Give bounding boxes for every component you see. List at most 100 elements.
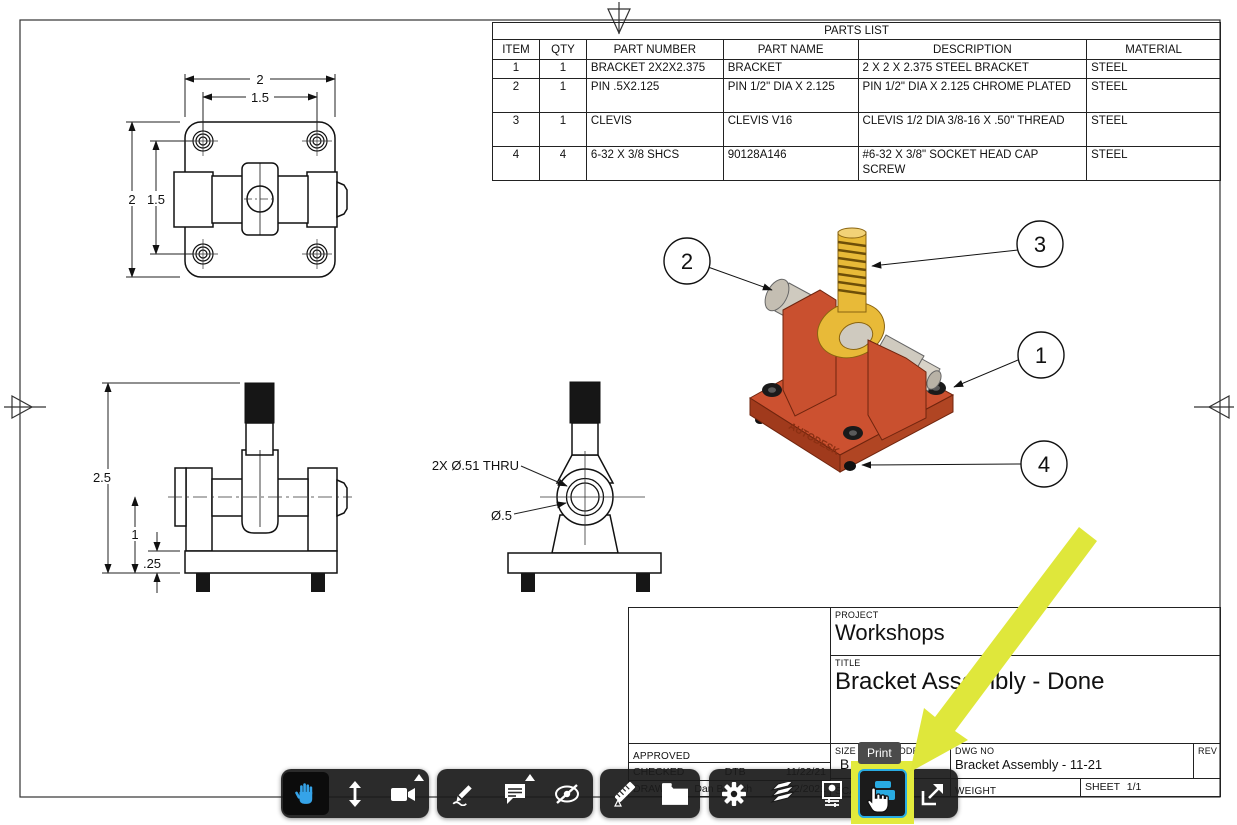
toolbar-settings-group: [709, 761, 958, 824]
title-cell: TITLE Bracket Assembly - Done: [830, 655, 1221, 744]
cell: PIN 1/2" DIA X 2.125 CHROME PLATED: [857, 78, 1088, 114]
balloons: [663, 220, 1068, 488]
pencil-icon: [452, 784, 472, 806]
cell: 1: [538, 112, 587, 148]
front-view: 2.5 1 .25: [89, 382, 352, 593]
cell: CLEVIS: [585, 112, 724, 148]
cell: CLEVIS 1/2 DIA 3/8-16 X .50" THREAD: [857, 112, 1088, 148]
cell: 1: [538, 59, 587, 80]
top-view: 2 1.5 2 1.5: [123, 71, 348, 278]
dim-front-height: 2.5: [93, 470, 111, 485]
print-icon: [870, 780, 895, 807]
col-part-name: PART NAME: [722, 39, 859, 61]
col-item: ITEM: [492, 39, 540, 61]
dim-top-height: 2: [128, 192, 135, 207]
dwg-no-value: Bracket Assembly - 11-21: [955, 757, 1103, 772]
title-label: TITLE: [835, 658, 861, 668]
cell: 1: [492, 59, 540, 80]
layers-button[interactable]: [760, 772, 806, 815]
cell: 2: [492, 78, 540, 114]
cell: 4: [538, 146, 587, 182]
cell: CLEVIS V16: [722, 112, 859, 148]
cell: STEEL: [1086, 59, 1221, 80]
dim-front-base: .25: [143, 556, 161, 571]
camera-view-button[interactable]: [381, 772, 427, 815]
balloon-1: 1: [1035, 343, 1047, 368]
dim-top-inner-height: 1.5: [147, 192, 165, 207]
print-tooltip: Print: [858, 742, 901, 764]
cell: 90128A146: [722, 146, 859, 182]
toolbar-measure-group: [600, 769, 700, 818]
table-row: 1 1 BRACKET 2X2X2.375 BRACKET 2 X 2 X 2.…: [492, 59, 1221, 80]
cell: 2 X 2 X 2.375 STEEL BRACKET: [857, 59, 1088, 80]
markup-pencil-button[interactable]: [440, 772, 486, 815]
parts-list-table: PARTS LIST ITEM QTY PART NUMBER PART NAM…: [492, 21, 1221, 182]
dwg-no-label: DWG NO: [955, 746, 995, 756]
label-pin-dia: Ø.5: [491, 508, 512, 523]
cell: 1: [538, 78, 587, 114]
col-qty: QTY: [538, 39, 587, 61]
sheet-settings-button[interactable]: [809, 772, 855, 815]
table-row: 3 1 CLEVIS CLEVIS V16 CLEVIS 1/2 DIA 3/8…: [492, 112, 1221, 148]
side-view: 2X Ø.51 THRU Ø.5: [432, 381, 662, 592]
project-cell: PROJECT Workshops: [830, 607, 1221, 656]
size-label: SIZE: [835, 746, 856, 756]
project-label: PROJECT: [835, 610, 879, 620]
col-description: DESCRIPTION: [857, 39, 1088, 61]
cell: PIN 1/2" DIA X 2.125: [722, 78, 859, 114]
ruler-icon: [614, 781, 635, 807]
size-value: B: [839, 756, 850, 772]
pan-tool-button[interactable]: [282, 772, 329, 815]
cell: 3: [492, 112, 540, 148]
vertical-zoom-icon: [348, 780, 361, 807]
cell: BRACKET: [722, 59, 859, 80]
cell: 6-32 X 3/8 SHCS: [585, 146, 724, 182]
print-button[interactable]: [858, 769, 908, 818]
title-value: Bracket Assembly - Done: [835, 668, 1105, 695]
caret-icon: [414, 774, 425, 781]
hand-icon: [294, 782, 312, 804]
comment-button[interactable]: [492, 772, 538, 815]
label-thru-holes: 2X Ø.51 THRU: [432, 458, 519, 473]
cell: 4: [492, 146, 540, 182]
browser-button[interactable]: [652, 772, 698, 815]
table-row: 4 4 6-32 X 3/8 SHCS 90128A146 #6-32 X 3/…: [492, 146, 1221, 182]
fullscreen-button[interactable]: [910, 772, 956, 815]
project-value: Workshops: [835, 620, 945, 645]
approved-cell: APPROVED: [628, 743, 831, 763]
cell: STEEL: [1086, 146, 1221, 182]
sheet-cell: SHEET 1/1: [1080, 778, 1221, 797]
cell: #6-32 X 3/8" SOCKET HEAD CAP SCREW: [857, 146, 1088, 182]
zoom-tool-button[interactable]: [332, 772, 378, 815]
iso-view: AUTODESK AUTODESK FUSION 360: [663, 220, 1068, 488]
toolbar-navigate-group: [281, 769, 429, 818]
sheet-value: 1/1: [1126, 781, 1142, 793]
settings-button[interactable]: [711, 772, 757, 815]
gear-icon: [721, 781, 746, 806]
iso-clevis: [817, 227, 885, 359]
toolbar-markup-group: [437, 769, 593, 818]
caret-icon: [525, 774, 535, 781]
print-button-wrap: [851, 761, 915, 824]
balloon-2: 2: [681, 249, 693, 274]
measure-button[interactable]: [602, 772, 648, 815]
col-part-number: PART NUMBER: [585, 39, 724, 61]
parts-list-title: PARTS LIST: [492, 21, 1221, 41]
dim-front-center: 1: [131, 527, 138, 542]
cell: BRACKET 2X2X2.375: [585, 59, 724, 80]
camera-icon: [391, 787, 416, 801]
eye-slash-icon: [555, 783, 579, 804]
rev-cell: REV: [1193, 743, 1221, 779]
side-view-leaders: [513, 465, 568, 515]
approved-label: APPROVED: [633, 751, 691, 762]
comment-icon: [505, 783, 525, 804]
table-row: 2 1 PIN .5X2.125 PIN 1/2" DIA X 2.125 PI…: [492, 78, 1221, 114]
hide-markups-button[interactable]: [544, 772, 590, 815]
sheet-settings-icon: [821, 780, 842, 807]
weight-cell: WEIGHT: [950, 778, 1081, 797]
cell: PIN .5X2.125: [585, 78, 724, 114]
dim-top-inner-width: 1.5: [251, 90, 269, 105]
balloon-4: 4: [1038, 452, 1050, 477]
